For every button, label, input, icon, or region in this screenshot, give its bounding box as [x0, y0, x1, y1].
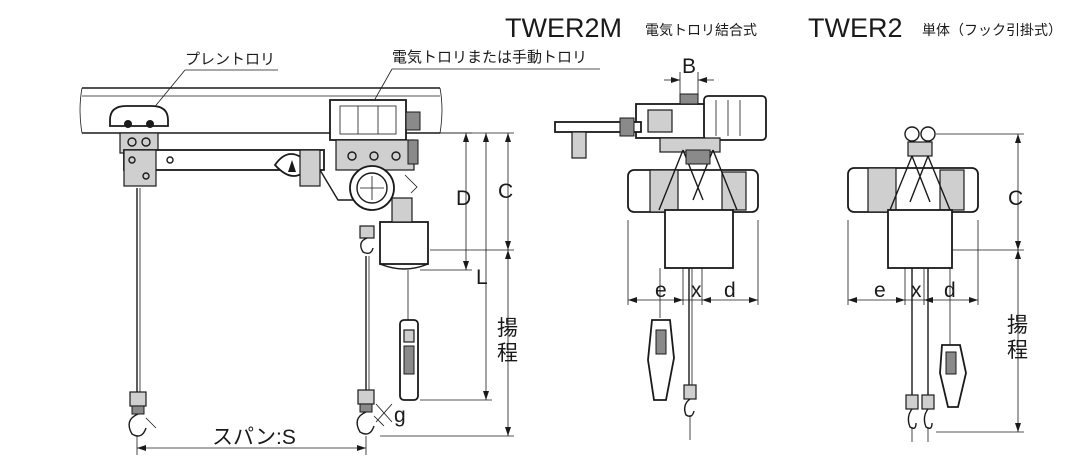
dim-g-label: g [394, 404, 406, 427]
dim-lift-left-char1: 揚 [497, 317, 518, 340]
dim-C-left [430, 132, 514, 251]
coupling-arm [123, 149, 368, 201]
pendant-switch-right [939, 268, 967, 408]
hoist-body-left [349, 165, 429, 270]
dim-e-middle-label: e [655, 279, 667, 302]
dim-edx-middle [627, 220, 759, 305]
electric-trolley-label: 電気トロリまたは手動トロリ [392, 49, 587, 66]
span-dimension [136, 436, 367, 455]
dim-B [664, 72, 714, 96]
dim-B-label: B [682, 55, 696, 78]
dim-e-right-label: e [874, 279, 886, 302]
dim-x-middle-label: x [691, 279, 702, 302]
hoist-front-middle [627, 149, 759, 269]
dim-d-right-label: d [944, 279, 956, 302]
dim-C-right-label: C [1008, 187, 1023, 210]
dim-span-label: スパン:S [212, 426, 296, 449]
twer2m-subtitle: 電気トロリ結合式 [645, 22, 757, 38]
dim-lift-right [936, 250, 1024, 433]
twer2-title: TWER2 [808, 13, 903, 43]
hoist-front-right [847, 155, 979, 269]
twer2m-title: TWER2M [505, 13, 622, 43]
dim-d-middle-label: d [724, 279, 736, 302]
hoist-hook [359, 225, 375, 255]
chain-right [905, 268, 935, 442]
dim-x-right-label: x [911, 279, 922, 302]
dim-L-label: L [476, 266, 488, 289]
bottom-hook-left [128, 391, 157, 437]
dim-lift-left [380, 250, 514, 437]
pendant-switch-left [399, 270, 419, 401]
coupling-bar-front [554, 117, 642, 159]
dim-lift-right-char2: 程 [1007, 339, 1028, 362]
electric-trolley-front [635, 93, 767, 153]
bottom-hook-right [356, 389, 385, 435]
dim-D-label: D [456, 187, 471, 210]
plain-trolley-label: プレントロリ [185, 51, 275, 68]
electric-trolley [329, 99, 421, 171]
dim-C-right [936, 133, 1024, 251]
dim-lift-right-char1: 揚 [1007, 314, 1028, 337]
dim-edx-right [847, 220, 979, 305]
twer2-subtitle: 単体（フック引掛式） [922, 22, 1062, 38]
dim-lift-left-char2: 程 [497, 342, 518, 365]
chain-middle [683, 268, 697, 440]
dim-L [420, 133, 492, 401]
plain-trolley [109, 105, 169, 154]
dim-C-left-label: C [498, 180, 513, 203]
top-hook-right [904, 126, 936, 157]
pendant-switch-middle [647, 268, 675, 401]
